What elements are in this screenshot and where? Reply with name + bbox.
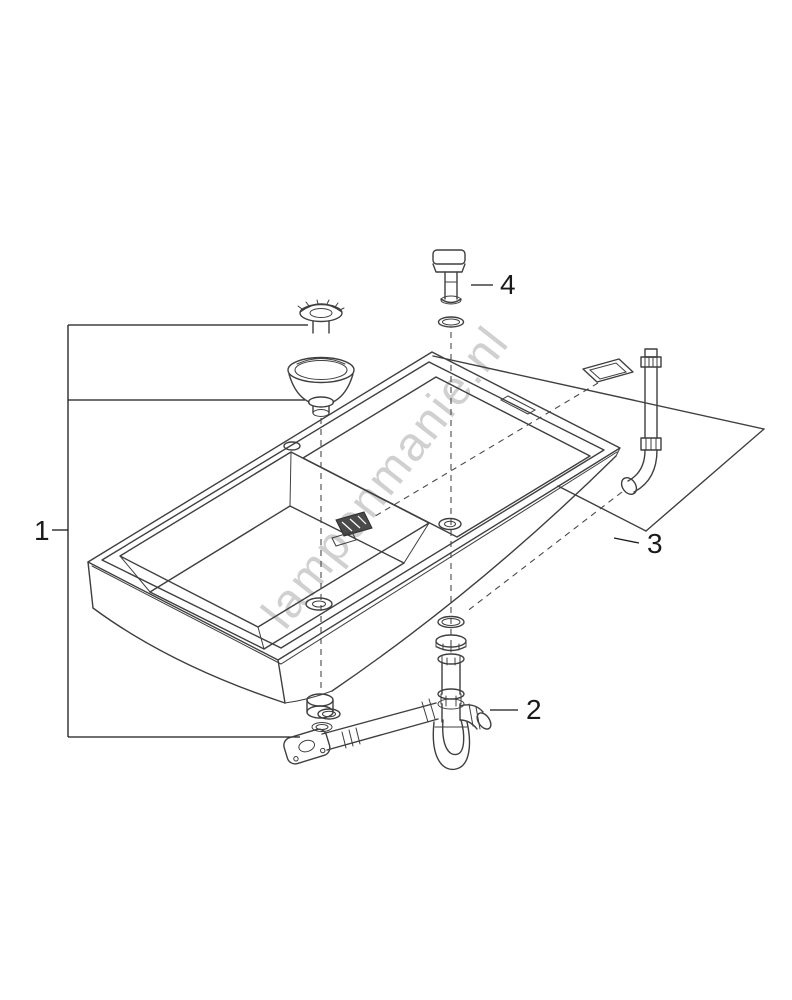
drainboard-drain-hole	[438, 517, 462, 531]
waste-pipe	[321, 702, 437, 735]
overflow-pipe	[644, 366, 658, 439]
part-label-1: 1	[34, 515, 50, 546]
knob-head	[432, 249, 466, 265]
part1-bracket	[52, 324, 308, 738]
strainer-basket	[287, 356, 355, 384]
bowl-drain-hole	[305, 597, 333, 611]
watermark-text: lampenmanie.nl	[252, 317, 520, 639]
flange-gasket-ring	[311, 722, 333, 732]
strainer-assembly	[287, 299, 355, 417]
knob-assembly-part4	[432, 249, 466, 328]
tap-hole	[283, 441, 301, 451]
wall-flange	[283, 728, 331, 765]
part-label-2: 2	[526, 694, 542, 725]
trap-gasket-ring	[317, 708, 341, 720]
part-label-3: 3	[647, 528, 663, 559]
mounting-plane	[432, 355, 765, 532]
sink-rim-inner	[101, 361, 605, 649]
escutcheon-frame	[582, 358, 634, 383]
sink-body	[87, 351, 621, 732]
overflow-assembly-part3	[582, 348, 662, 495]
dashed-alignment-lines	[320, 332, 623, 693]
drain-locknut	[435, 615, 467, 653]
drain-control-box	[331, 511, 373, 547]
part-labels: 1 2 3 4	[34, 269, 663, 725]
drain-flange	[306, 693, 334, 732]
part-label-4: 4	[500, 269, 516, 300]
trap-assembly-part2	[283, 653, 492, 771]
logo-plate	[499, 395, 537, 415]
drainboard-recess	[302, 376, 591, 538]
trap-u-bend	[432, 721, 471, 771]
strainer-knob	[299, 303, 343, 323]
knob-seal-ring	[437, 316, 465, 328]
